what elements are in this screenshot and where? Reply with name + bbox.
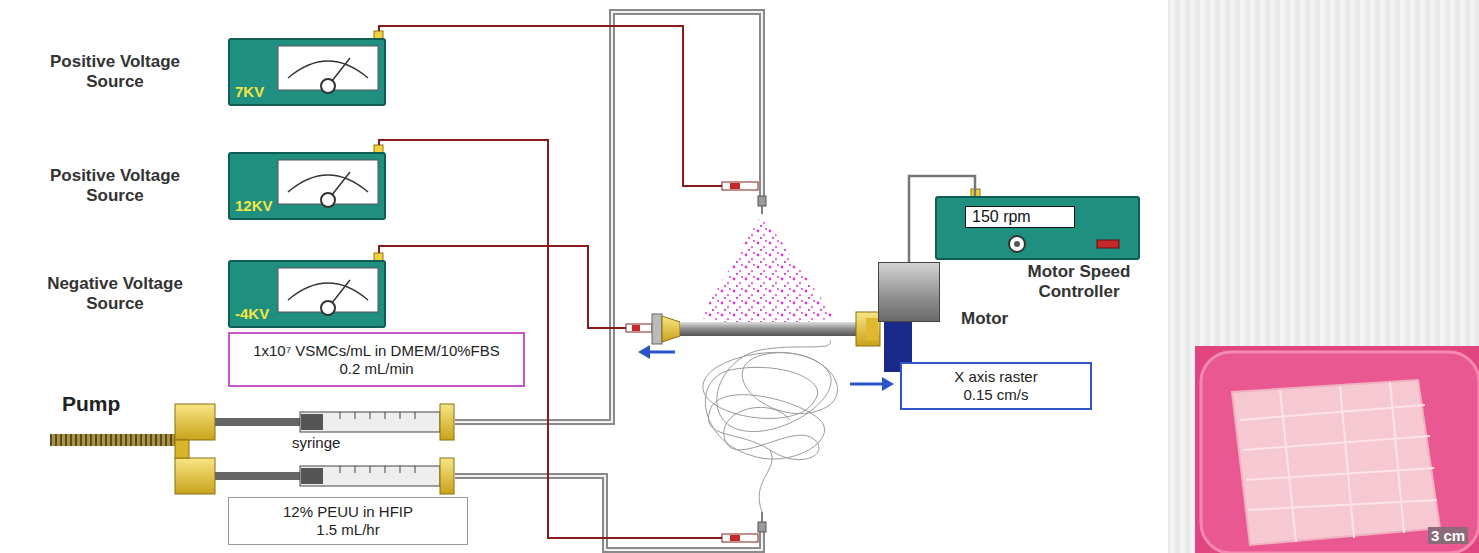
pump-label: Pump: [62, 392, 120, 416]
motor-box: Motor: [878, 262, 940, 322]
info-box: 12% PEUU in HFIP1.5 mL/hr: [228, 497, 468, 545]
voltage-value: -4KV: [235, 305, 269, 323]
box-text: 12% PEUU in HFIP: [283, 503, 413, 521]
controller-label: Motor Speed Controller: [1003, 262, 1155, 303]
voltage-value: 7KV: [235, 83, 264, 101]
voltage-source-box: Negative Voltage Source-4KV: [228, 260, 386, 328]
info-box: X axis raster0.15 cm/s: [900, 362, 1092, 410]
syringe-label: syringe: [292, 434, 340, 451]
box-text: X axis raster: [954, 368, 1037, 386]
rpm-display: 150 rpm: [965, 206, 1075, 228]
voltage-source-box: Positive Voltage Source7KV: [228, 38, 386, 106]
box-text: 1x10⁷ VSMCs/mL in DMEM/10%FBS: [253, 342, 500, 360]
scale-bar-label: 3 cm: [1428, 527, 1468, 544]
voltage-value: 12KV: [235, 197, 273, 215]
motor-speed-controller: 150 rpmMotor Speed Controller: [935, 196, 1140, 260]
source-label: Negative Voltage Source: [44, 274, 186, 315]
box-text: 0.15 cm/s: [963, 386, 1028, 404]
source-label: Positive Voltage Source: [44, 52, 186, 93]
source-label: Positive Voltage Source: [44, 166, 186, 207]
box-text: 1.5 mL/hr: [316, 521, 379, 539]
box-text: 0.2 mL/min: [339, 360, 413, 378]
info-box: 1x10⁷ VSMCs/mL in DMEM/10%FBS0.2 mL/min: [228, 332, 525, 387]
motor-label: Motor: [961, 309, 1008, 329]
voltage-source-box: Positive Voltage Source12KV: [228, 152, 386, 220]
